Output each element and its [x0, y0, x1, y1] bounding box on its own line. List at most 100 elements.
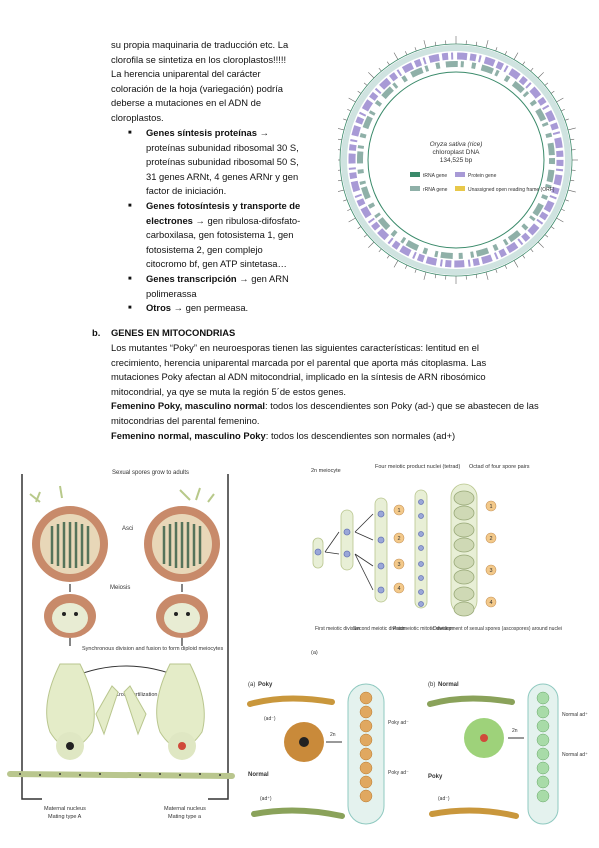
- legend-swatch-trna: [410, 172, 420, 177]
- tetrad-number: 3: [397, 562, 400, 568]
- genome-title: chloroplast DNA: [433, 149, 481, 156]
- intro-line: deberse a mutaciones en el ADN de: [111, 97, 262, 109]
- asci-label: Asci: [122, 526, 133, 532]
- meiocyte-label: 2n meiocyte: [311, 468, 341, 474]
- bullet-title: Genes síntesis proteínas: [146, 127, 257, 138]
- spores-caption: Sexual spores grow to adults: [112, 470, 189, 476]
- list-item: Otros → gen permeasa.: [128, 301, 348, 316]
- tetrad-number: 2: [397, 536, 400, 542]
- ad-minus-label: (ad⁻): [264, 716, 276, 722]
- tetrad-label: Four meiotic product nuclei (tetrad): [375, 464, 460, 470]
- genome-size: 134,525 bp: [440, 157, 473, 164]
- perithecium-right: [156, 594, 208, 638]
- gene-tick: [434, 41, 437, 46]
- panel-b-label: (b): [428, 682, 435, 688]
- two-n-b-label: 2n: [512, 728, 518, 734]
- octad-number: 3: [489, 568, 492, 574]
- legend-swatch-rrna: [410, 186, 420, 191]
- gene-tick: [570, 138, 575, 141]
- gene-tick: [378, 67, 382, 72]
- gene-tick: [550, 226, 555, 230]
- mating-type-b-label: Mating type a: [168, 814, 202, 820]
- arrow-glyph: →: [195, 214, 205, 226]
- gene-tick: [522, 61, 526, 66]
- sync-caption: Synchronous division and fusion to form …: [82, 646, 223, 652]
- gene-tick: [513, 52, 519, 60]
- gene-tick: [343, 118, 348, 121]
- gene-tick: [550, 90, 555, 94]
- genome-legend: tRNA gene Protein gene rRNA gene Unassig…: [410, 172, 555, 193]
- gene-tick: [561, 208, 565, 211]
- section-b-heading: b. GENES EN MITOCONDRIAS: [92, 326, 235, 341]
- bullet-line: gen ARN: [251, 272, 289, 284]
- gene-tick: [393, 52, 399, 60]
- mating-type-a-label: Mating type A: [48, 814, 82, 820]
- octad-number: 1: [489, 504, 492, 510]
- gene-tick: [485, 40, 489, 49]
- gene-tick: [544, 82, 549, 86]
- gene-tick: [475, 41, 478, 46]
- gene-tick: [561, 109, 565, 112]
- gene-tick: [564, 118, 569, 121]
- list-item: Genes fotosíntesis y transporte de elect…: [128, 199, 348, 272]
- legend-label: rRNA gene: [423, 187, 448, 193]
- postmeiotic-label: Postmeiotic mitotic division: [393, 626, 453, 632]
- gene-tick: [504, 265, 507, 269]
- gene-tick: [338, 128, 345, 131]
- list-item: Genes transcripción → gen ARN polimerass…: [128, 272, 348, 301]
- list-item: Genes síntesis proteínas → proteínas sub…: [128, 126, 348, 199]
- gene-tick: [405, 265, 408, 269]
- normal-ad-label: Normal ad⁺: [562, 752, 588, 758]
- bullet-line: gen permeasa.: [185, 302, 249, 314]
- cross-label: Cross-fertilization: [115, 692, 157, 698]
- cross-label: Femenino Poky, masculino normal: [111, 400, 266, 412]
- section-b-body: Los mutantes “Poky” en neuroesporas tien…: [111, 341, 581, 443]
- gene-tick: [544, 234, 549, 238]
- meiosis-octad-figure: 2n meiocyte Four meiotic product nuclei …: [311, 464, 562, 656]
- gene-tick: [564, 199, 569, 202]
- bullet-line: proteínas subunidad ribosomal 30 S,: [146, 141, 299, 153]
- gene-tick: [434, 274, 437, 279]
- bullet-line: 31 genes ARNt, 4 genes ARNr y gen: [146, 170, 299, 182]
- gene-tick: [414, 47, 417, 52]
- gene-tick: [347, 109, 351, 112]
- maternal-b-label: Maternal nucleus: [164, 806, 206, 812]
- body-line: crecimiento, herencia uniparental marcad…: [111, 356, 487, 368]
- bullet-title: Otros: [146, 302, 172, 314]
- gene-tick: [504, 51, 507, 55]
- poky-ad-label: Poky ad⁻: [388, 770, 409, 776]
- gene-tick: [363, 82, 368, 86]
- perithecium-left: [44, 594, 96, 638]
- panel-label: (a): [311, 650, 318, 656]
- normal-b-label: Normal: [438, 682, 459, 688]
- ad-plus-label: (ad⁺): [260, 796, 272, 802]
- poky-ad-label: Poky ad⁻: [388, 720, 409, 726]
- gene-tick: [475, 274, 478, 279]
- chloroplast-genome-map: Oryza sativa (rice) chloroplast DNA 134,…: [338, 36, 578, 284]
- legend-swatch-protein: [455, 172, 465, 177]
- intro-line: clorofila se sintetiza en los cloroplast…: [111, 53, 287, 65]
- first-division-label: First meiotic division: [315, 626, 360, 632]
- gene-tick: [368, 72, 375, 79]
- gene-tick: [405, 51, 408, 55]
- gene-tick: [556, 97, 564, 103]
- section-title: GENES EN MITOCONDRIAS: [110, 327, 236, 338]
- gene-tick: [530, 67, 534, 72]
- normal-label: Normal: [248, 772, 269, 778]
- body-line: Los mutantes “Poky” en neuroesporas tien…: [111, 342, 479, 353]
- arrow-glyph: →: [173, 302, 183, 314]
- gene-tick: [570, 179, 575, 182]
- body-line: Femenino normal, masculino Poky: todos l…: [111, 429, 581, 444]
- intro-paragraph: su propia maquinaria de traducción etc. …: [111, 38, 336, 126]
- cross-text: : todos los descendientes son Poky (ad-)…: [265, 400, 539, 412]
- poky-b-label: Poky: [428, 774, 443, 780]
- meiosis-label: Meiosis: [110, 585, 130, 591]
- gene-tick: [567, 189, 576, 193]
- tetrad-number: 4: [397, 586, 400, 592]
- poky-label: Poky: [258, 682, 273, 688]
- bullet-title: Genes fotosíntesis y transporte de: [146, 199, 301, 211]
- arrow-glyph: →: [239, 272, 249, 284]
- maternal-a-label: Maternal nucleus: [44, 806, 86, 812]
- octad-number: 2: [489, 536, 492, 542]
- body-line: mitocondrias del parental femenino.: [111, 414, 260, 426]
